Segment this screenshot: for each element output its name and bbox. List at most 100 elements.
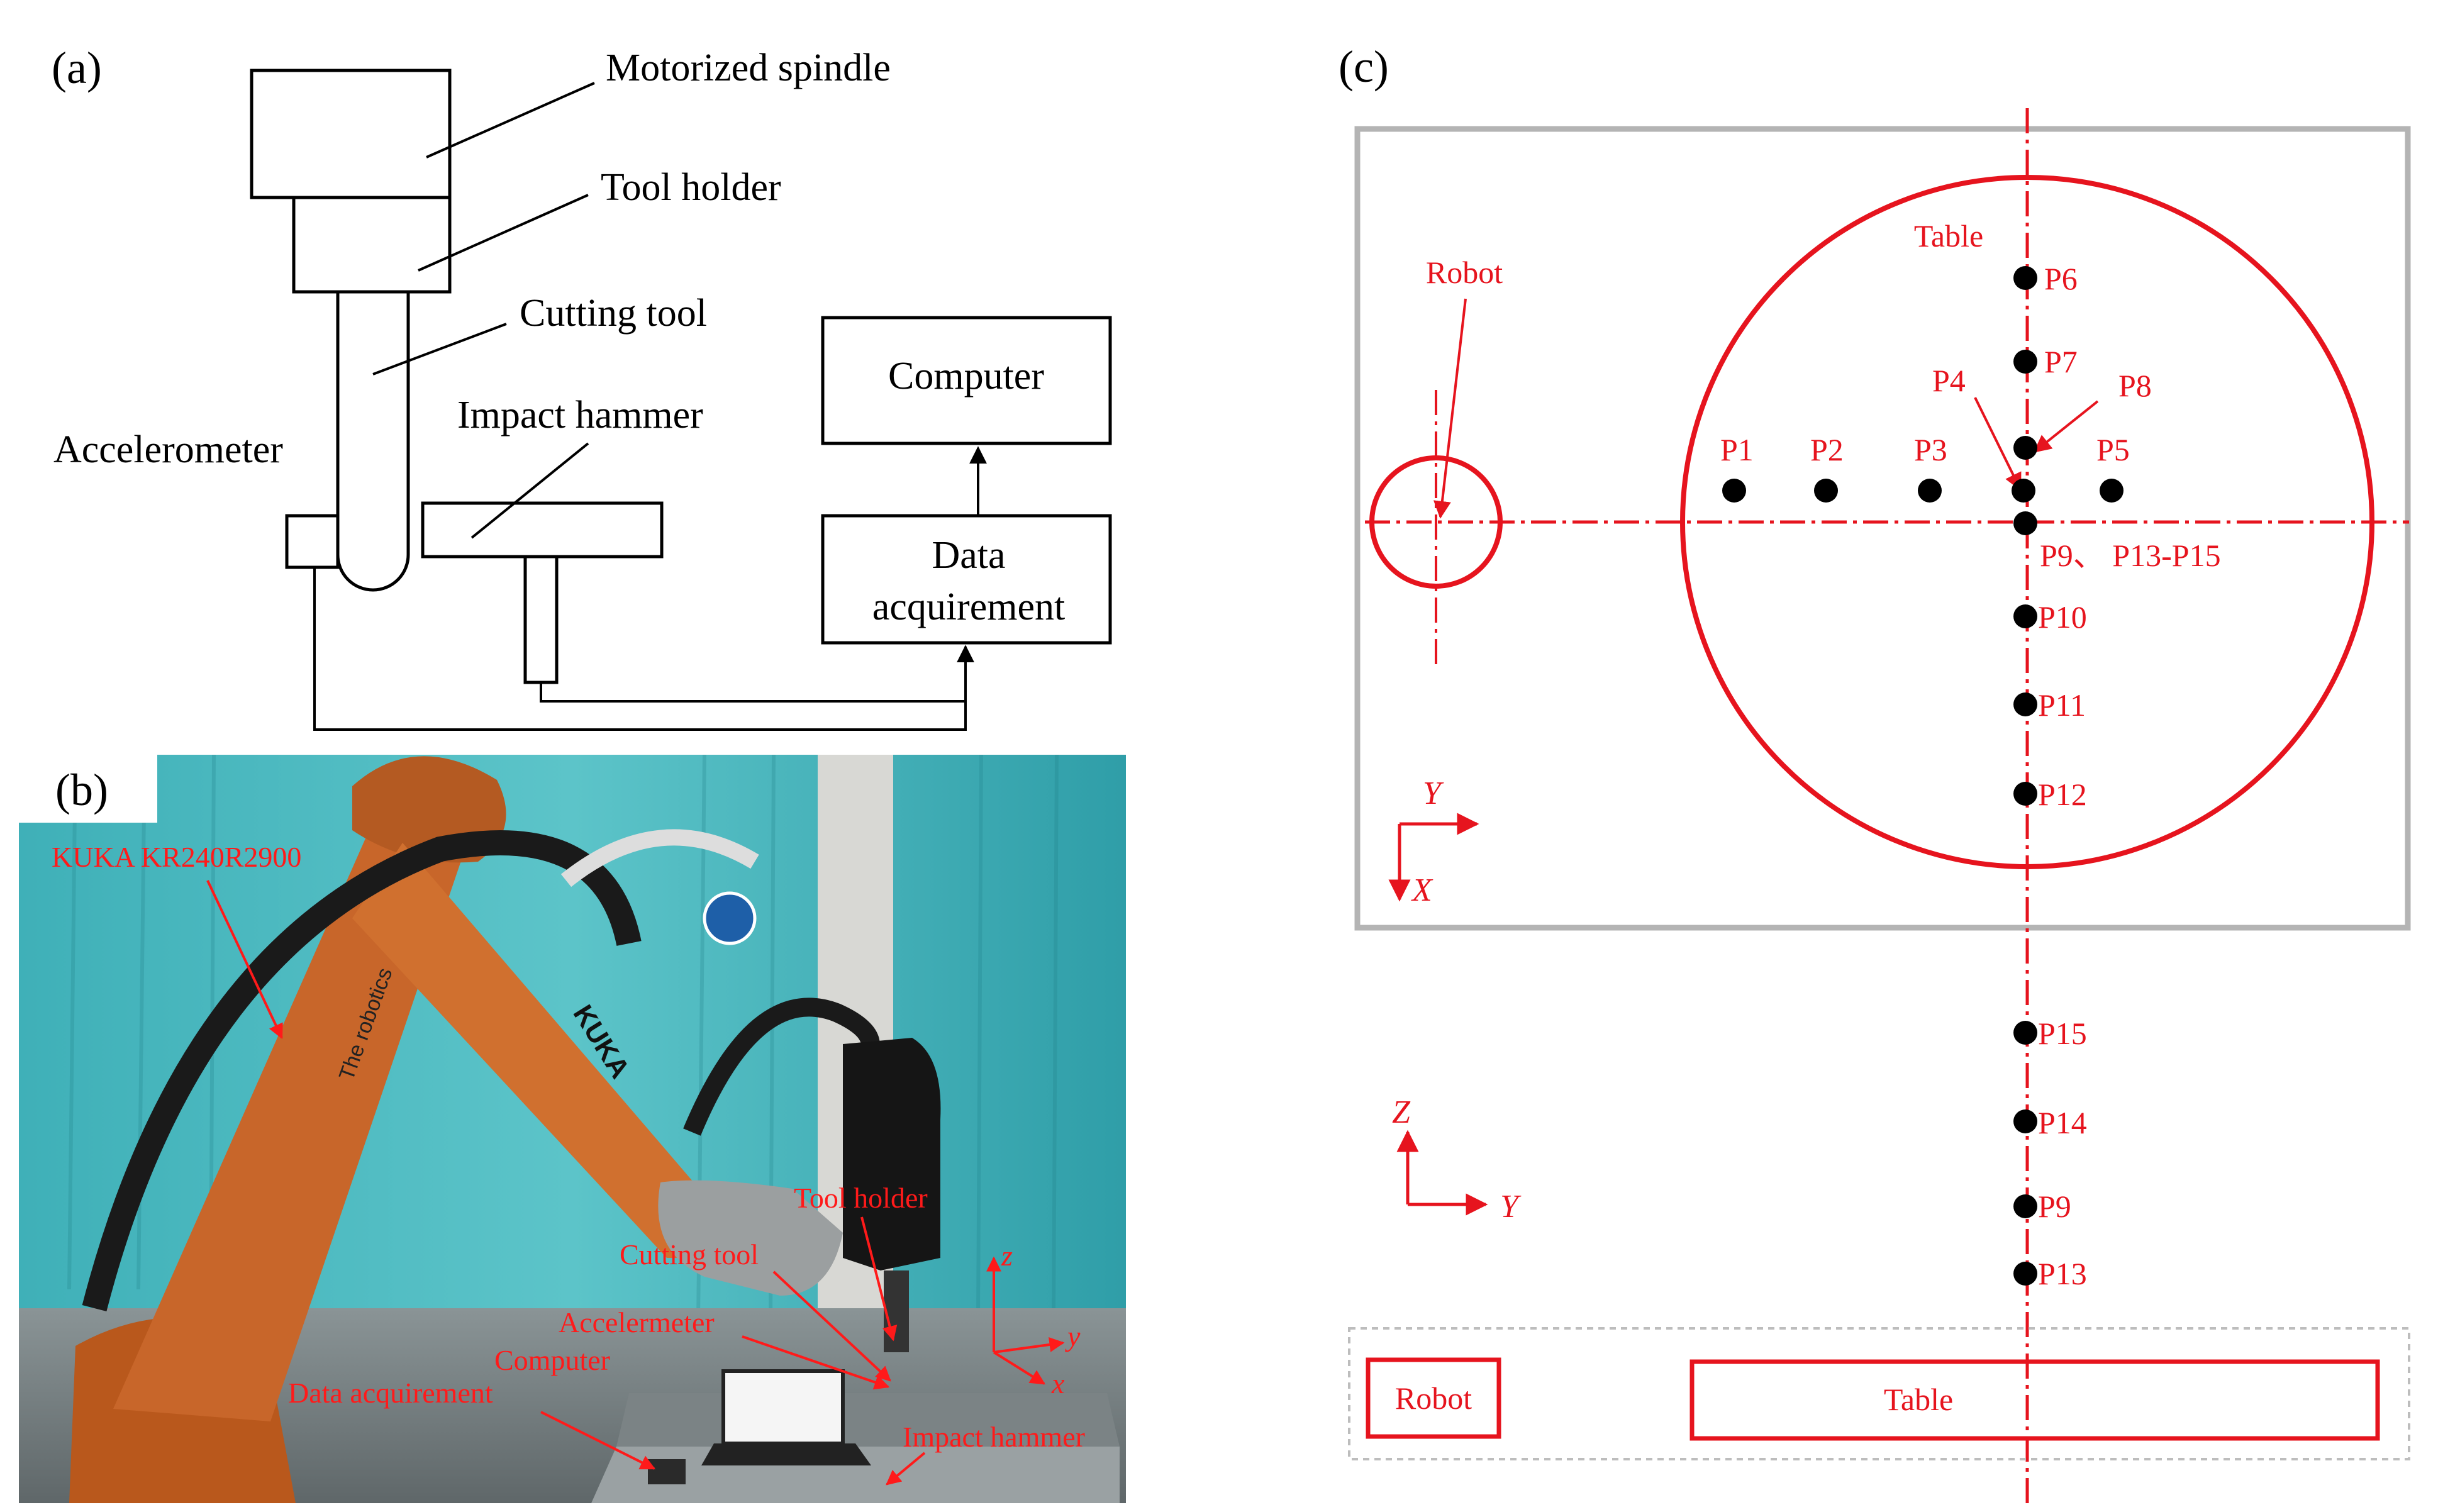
table-circle (1680, 175, 2374, 869)
arrow-p4 (1974, 397, 2022, 491)
label-p2: P2 (1810, 432, 1844, 467)
arrow-data-acquirement (540, 1411, 656, 1470)
label-cutting-tool: Cutting tool (520, 292, 707, 335)
panel-a-label: (a) (52, 43, 102, 93)
leader-motorized-spindle (426, 82, 595, 158)
label-tool-holder: Tool holder (601, 166, 781, 209)
photo-label-cutting-tool: Cutting tool (620, 1238, 759, 1270)
robot-wrist (658, 1180, 843, 1296)
label-p5: P5 (2096, 432, 2130, 467)
accelerometer-box (285, 514, 340, 569)
side-axis-y-label: Y (1500, 1189, 1522, 1225)
point-p6 (2013, 266, 2037, 290)
label-p8: P8 (2118, 368, 2152, 403)
daq-box (648, 1459, 686, 1484)
label-p4: P4 (1932, 363, 1966, 398)
hood-pipe (560, 829, 759, 887)
impact-hammer-handle (523, 555, 559, 684)
label-p10: P10 (2038, 599, 2087, 635)
label-p1: P1 (1720, 432, 1754, 467)
photo-label-impact-hammer: Impact hammer (903, 1421, 1085, 1453)
photo-label-robot-model: KUKA KR240R2900 (52, 841, 301, 873)
robot-upper-arm (352, 843, 722, 1258)
arrow-p8 (2033, 400, 2099, 453)
top-view-frame (1354, 126, 2411, 931)
panel-a-schematic: (a) Motorized spindle Tool holder Cuttin… (52, 43, 1112, 731)
side-table-box (1689, 1359, 2380, 1441)
side-view-frame (1348, 1327, 2410, 1460)
label-motorized-spindle: Motorized spindle (606, 47, 891, 89)
side-label-p15: P15 (2038, 1016, 2087, 1051)
label-accelerometer: Accelerometer (53, 428, 283, 471)
panel-c-layout: (c) Table Robot (1339, 42, 2411, 1506)
arrow-cutting-tool (772, 1270, 891, 1382)
side-label-p14: P14 (2038, 1105, 2087, 1140)
balancer-gauge (703, 891, 757, 945)
arrow-impact-hammer (886, 1452, 926, 1486)
label-p9-p13-p15: P9、 P13-P15 (2040, 538, 2221, 573)
impact-hammer-head (421, 501, 664, 559)
photo-axis-y-label: y (1065, 1320, 1081, 1352)
tool-holder-box (292, 196, 452, 294)
label-p7: P7 (2044, 344, 2078, 379)
arrow-robot-model (206, 880, 283, 1040)
point-p3 (1918, 479, 1942, 503)
motorized-spindle-box (250, 69, 452, 199)
cutting-tool-shape (336, 292, 410, 592)
label-p12: P12 (2038, 777, 2087, 812)
panel-b-label: (b) (55, 765, 108, 815)
point-p9 (2013, 511, 2037, 535)
side-point-p15 (2013, 1021, 2037, 1045)
label-p6: P6 (2044, 261, 2078, 296)
side-point-p13 (2013, 1262, 2037, 1286)
spindle-tool (884, 1270, 909, 1352)
photo-axis-x (993, 1351, 1046, 1385)
point-p2 (1814, 479, 1838, 503)
label-robot-top: Robot (1426, 255, 1503, 290)
point-p8 (2013, 436, 2037, 460)
leader-cutting-tool (372, 323, 507, 375)
side-axis-z-label: Z (1392, 1094, 1411, 1130)
wire-hammer (540, 682, 966, 703)
panel-b-photo: (b) KUKA The robotics KUKA KR240R2900 To… (19, 754, 1126, 1503)
top-axis-y-label: Y (1423, 775, 1444, 811)
panel-b-label-bg (19, 755, 157, 823)
leader-tool-holder (418, 194, 589, 272)
label-computer: Computer (888, 355, 1044, 397)
arrow-accelerometer (742, 1335, 890, 1390)
label-p11: P11 (2038, 687, 2086, 723)
data-acquirement-box (821, 514, 1112, 645)
label-table-top: Table (1914, 218, 1983, 253)
label-data-acquirement-1: Data (932, 534, 1005, 577)
point-p10 (2013, 604, 2037, 628)
top-view-points (1722, 266, 2124, 806)
arrow-tool-holder (860, 1216, 898, 1342)
side-label-p13: P13 (2038, 1256, 2087, 1291)
panel-c-label: (c) (1339, 42, 1389, 92)
side-label-p9: P9 (2038, 1189, 2071, 1224)
point-p4 (2012, 479, 2035, 503)
laptop-base (701, 1443, 871, 1465)
photo-label-data-acquirement: Data acquirement (288, 1377, 493, 1409)
side-point-p14 (2013, 1109, 2037, 1133)
point-p5 (2100, 479, 2124, 503)
photo-axis-x-label: x (1051, 1367, 1065, 1399)
point-p7 (2013, 350, 2037, 374)
label-p3: P3 (1914, 432, 1947, 467)
point-p12 (2013, 782, 2037, 806)
laptop-screen (721, 1369, 845, 1445)
side-view-points (2013, 1021, 2037, 1286)
top-axis-x-label: X (1411, 872, 1433, 908)
computer-box (821, 316, 1112, 445)
side-robot-box (1366, 1357, 1501, 1439)
leader-impact-hammer (470, 442, 589, 539)
spindle-unit (843, 1038, 941, 1270)
point-p1 (1722, 479, 1746, 503)
photo-axis-y (993, 1337, 1065, 1354)
robot-circle (1369, 455, 1503, 589)
wire-accelerometer (313, 567, 974, 731)
side-label-robot: Robot (1395, 1381, 1472, 1416)
photo-label-accelerometer: Accelermeter (559, 1306, 715, 1338)
side-point-p9 (2013, 1194, 2037, 1218)
